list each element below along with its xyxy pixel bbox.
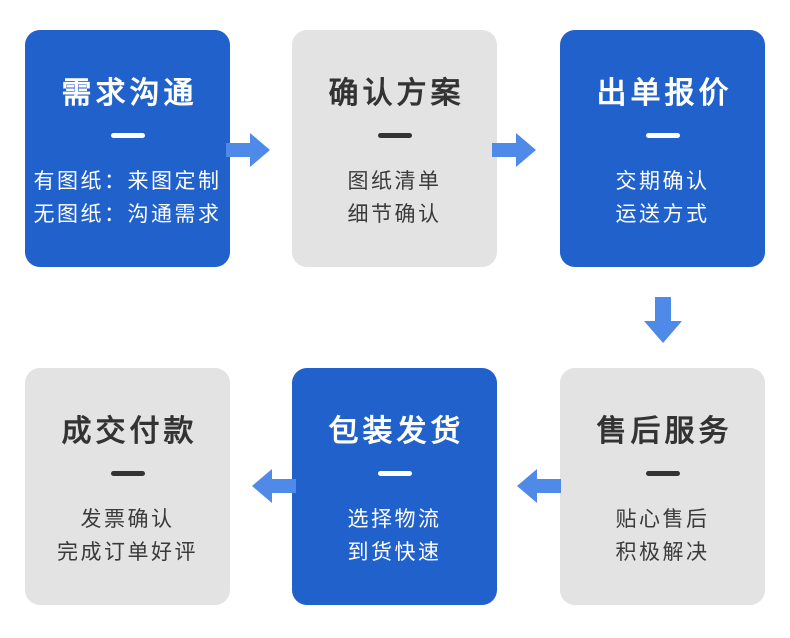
dash-divider (645, 471, 680, 476)
step-description-line: 发票确认 (80, 508, 175, 531)
step-title: 售后服务 (596, 415, 733, 448)
step-description-line: 选择物流 (347, 508, 442, 531)
dash-divider (377, 133, 412, 138)
step-description-line: 积极解决 (615, 541, 710, 564)
step-description-line: 贴心售后 (615, 508, 710, 531)
arrow-right-icon (492, 133, 536, 167)
step-description-line: 图纸清单 (347, 170, 442, 193)
step-title: 需求沟通 (61, 77, 198, 110)
step-box-confirm-plan: 确认方案 图纸清单 细节确认 (292, 30, 497, 267)
step-box-deal-payment: 成交付款 发票确认 完成订单好评 (25, 368, 230, 605)
step-description: 有图纸：来图定制 无图纸：沟通需求 (25, 165, 230, 231)
step-box-order-quote: 出单报价 交期确认 运送方式 (560, 30, 765, 267)
step-box-after-sales: 售后服务 贴心售后 积极解决 (560, 368, 765, 605)
arrow-left-icon (517, 469, 561, 503)
step-description-line: 运送方式 (615, 203, 710, 226)
step-description-line: 有图纸：来图定制 (33, 170, 222, 193)
step-title: 出单报价 (596, 77, 733, 110)
step-title: 成交付款 (61, 415, 198, 448)
step-description: 交期确认 运送方式 (560, 165, 765, 231)
step-description-line: 完成订单好评 (57, 541, 198, 564)
step-box-demand-communication: 需求沟通 有图纸：来图定制 无图纸：沟通需求 (25, 30, 230, 267)
step-box-pack-ship: 包装发货 选择物流 到货快速 (292, 368, 497, 605)
arrow-left-icon (252, 469, 296, 503)
arrow-down-icon (644, 297, 682, 343)
step-description: 贴心售后 积极解决 (560, 503, 765, 569)
step-description: 图纸清单 细节确认 (292, 165, 497, 231)
step-description: 选择物流 到货快速 (292, 503, 497, 569)
dash-divider (110, 133, 145, 138)
step-title: 包装发货 (328, 415, 465, 448)
step-description-line: 到货快速 (347, 541, 442, 564)
dash-divider (377, 471, 412, 476)
dash-divider (110, 471, 145, 476)
arrow-right-icon (226, 133, 270, 167)
step-description: 发票确认 完成订单好评 (25, 503, 230, 569)
step-title: 确认方案 (328, 77, 465, 110)
step-description-line: 细节确认 (347, 203, 442, 226)
step-description-line: 无图纸：沟通需求 (33, 203, 222, 226)
dash-divider (645, 133, 680, 138)
step-description-line: 交期确认 (615, 170, 710, 193)
